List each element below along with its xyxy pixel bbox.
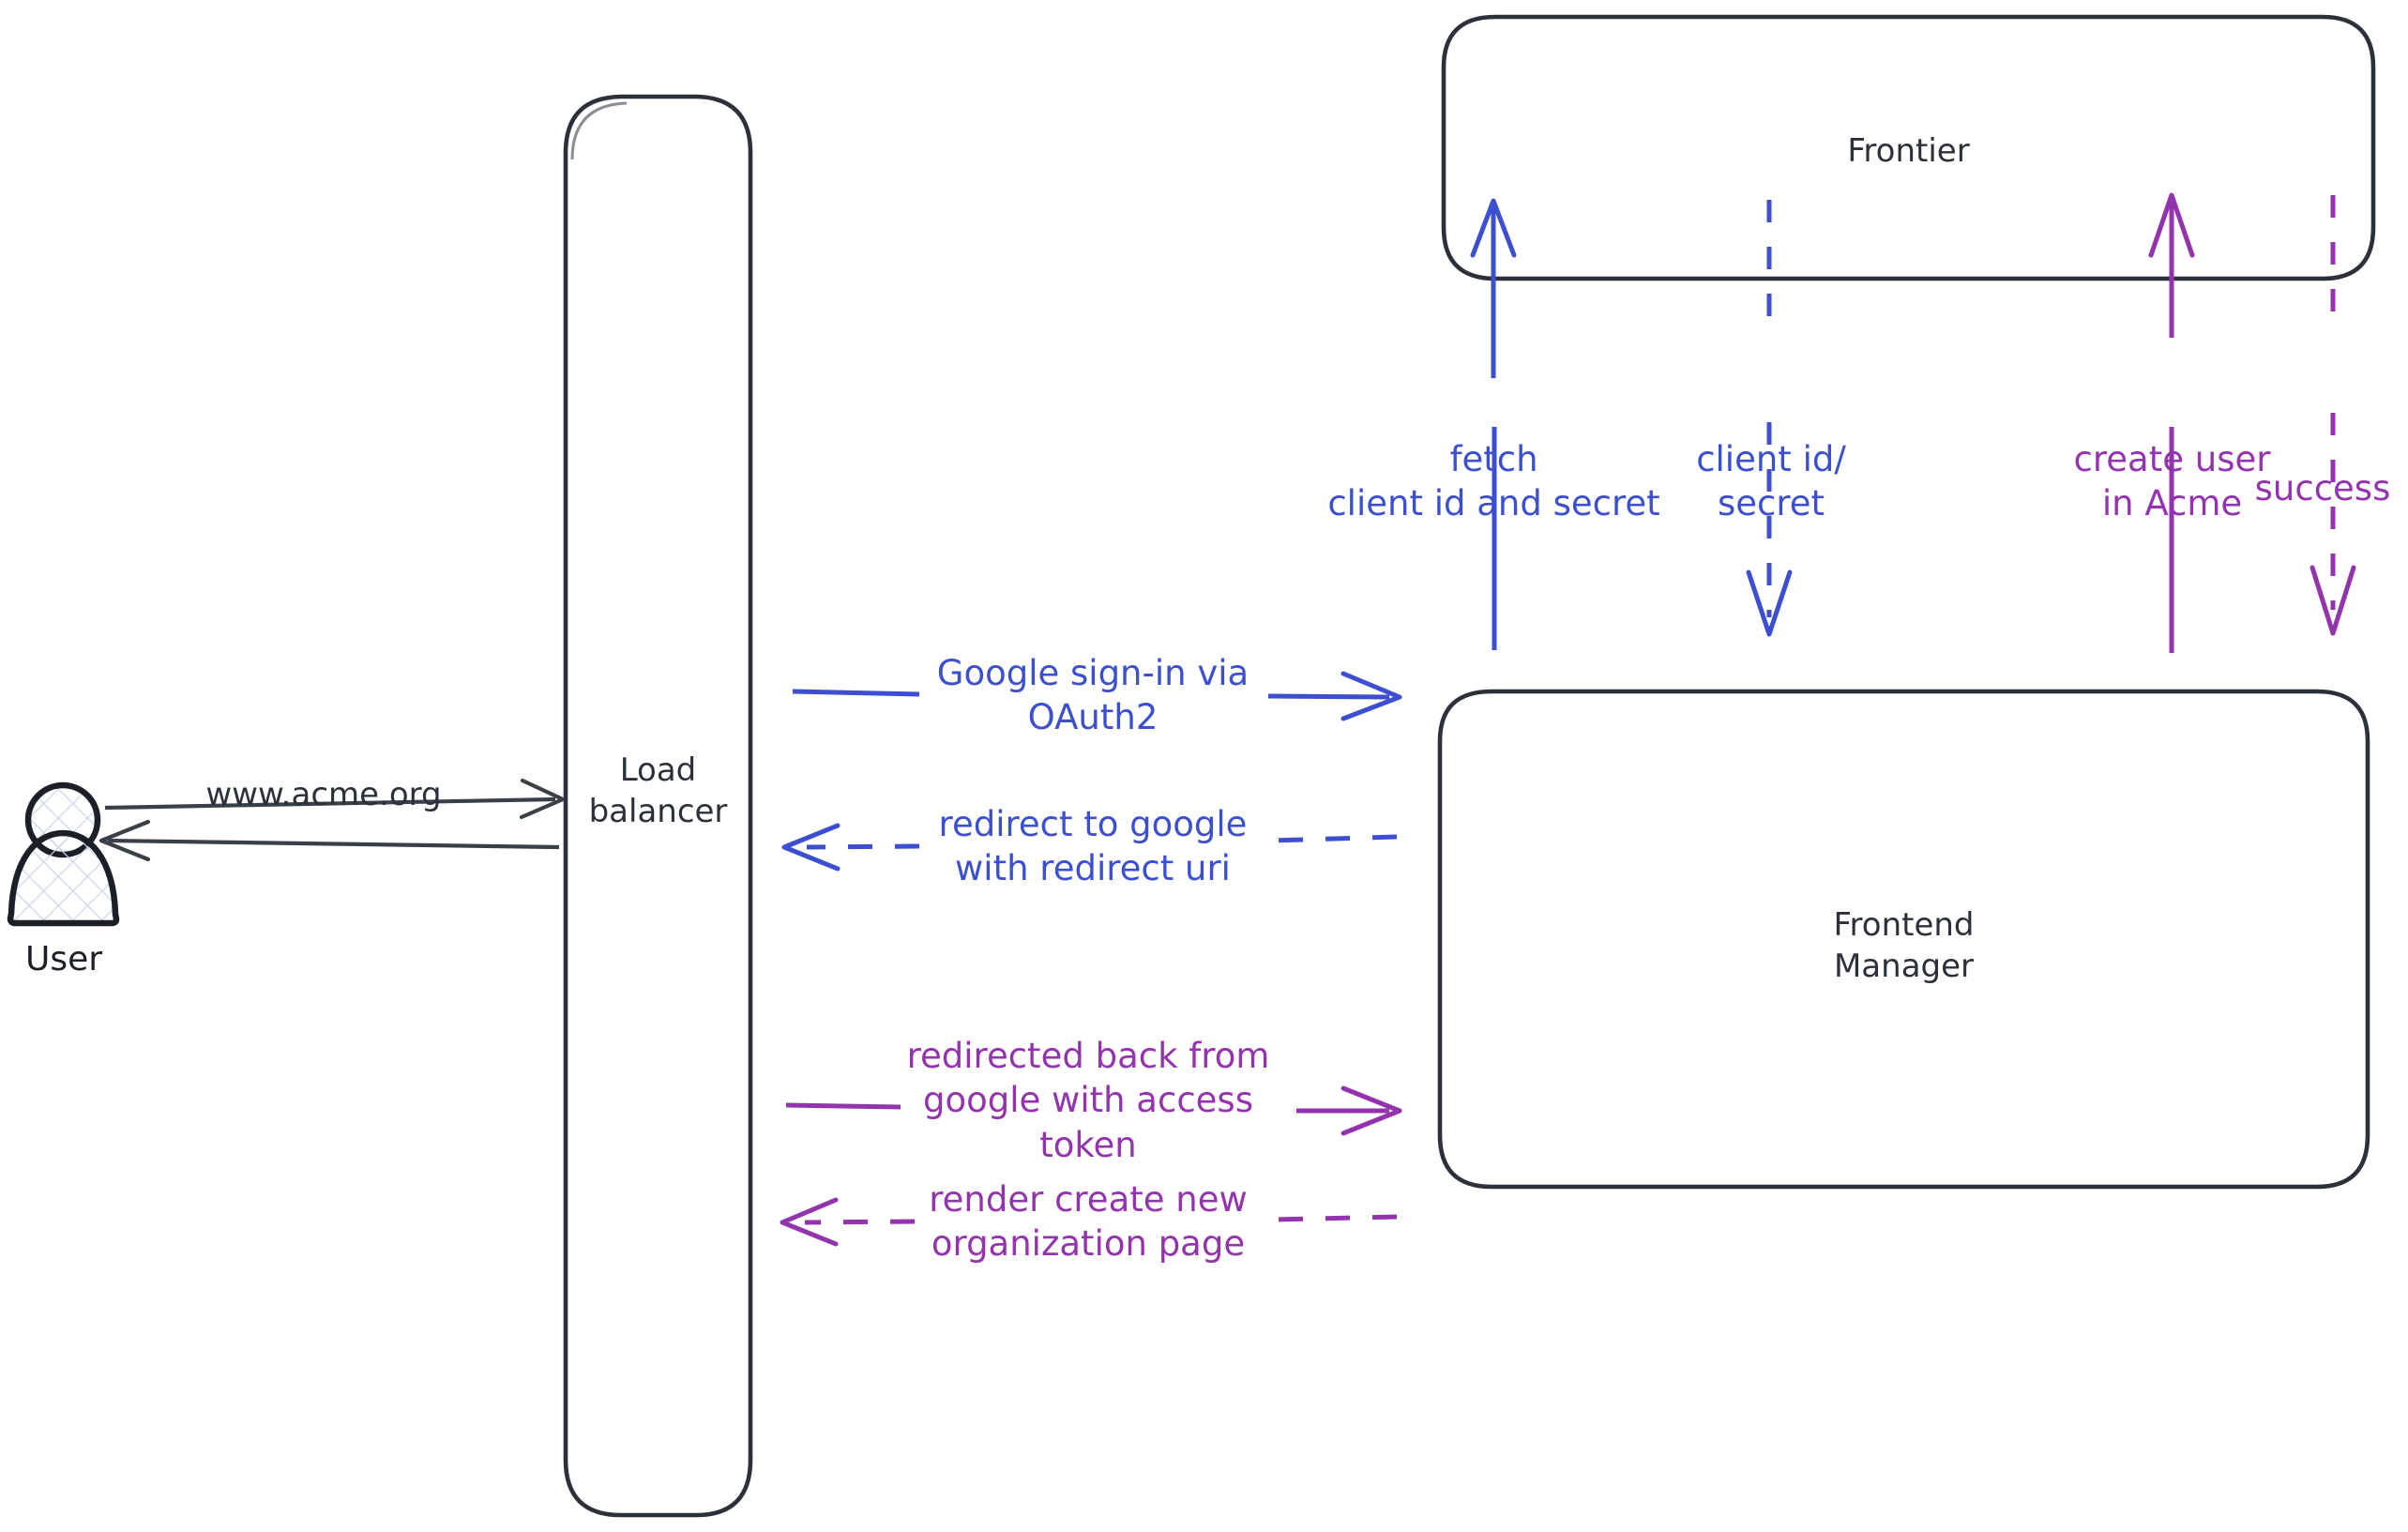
node-frontend-manager[interactable] [1437,689,2370,1190]
edge-label-fm-to-frontier-fetch: fetch client id and secret [1327,439,1660,524]
node-frontier[interactable] [1441,14,2376,281]
node-load-balancer[interactable] [563,94,753,1518]
edge-user-to-lb [104,778,566,820]
edge-fm-to-lb-render [780,1197,1398,1247]
edge-label-fm-to-lb-redirect: redirect to google with redirect uri [938,804,1248,889]
edge-label-frontier-to-fm-creds: client id/ secret [1696,439,1846,524]
edge-label-lb-to-fm-token: redirected back from google with access … [906,1036,1270,1165]
edge-fm-to-frontier-fetch [1470,198,1517,650]
node-label-load-balancer: Load balancer [588,751,728,830]
edge-label-user-to-lb: www.acme.org [205,776,442,813]
actor-label-user: User [24,940,103,978]
edge-fm-to-frontier-create [2148,192,2195,653]
edge-label-fm-to-frontier-create: create user in Acme [2073,439,2271,524]
edge-frontier-to-fm-creds [1746,200,1793,637]
edge-label-fm-to-lb-render: render create new organization page [929,1179,1248,1265]
node-label-frontier: Frontier [1847,132,1970,170]
edge-label-frontier-to-fm-success: success [2254,468,2391,508]
user-actor-icon [7,781,120,927]
edge-frontier-to-fm-success [2310,195,2356,636]
node-label-frontend-manager: Frontend Manager [1833,906,1975,985]
edge-lb-to-fm-token [785,1085,1402,1136]
edge-lb-to-fm-signin [792,671,1402,721]
edge-label-lb-to-fm-signin: Google sign-in via OAuth2 [936,653,1249,738]
edge-fm-to-lb-redirect [781,823,1398,872]
edge-lb-to-user [98,819,560,862]
